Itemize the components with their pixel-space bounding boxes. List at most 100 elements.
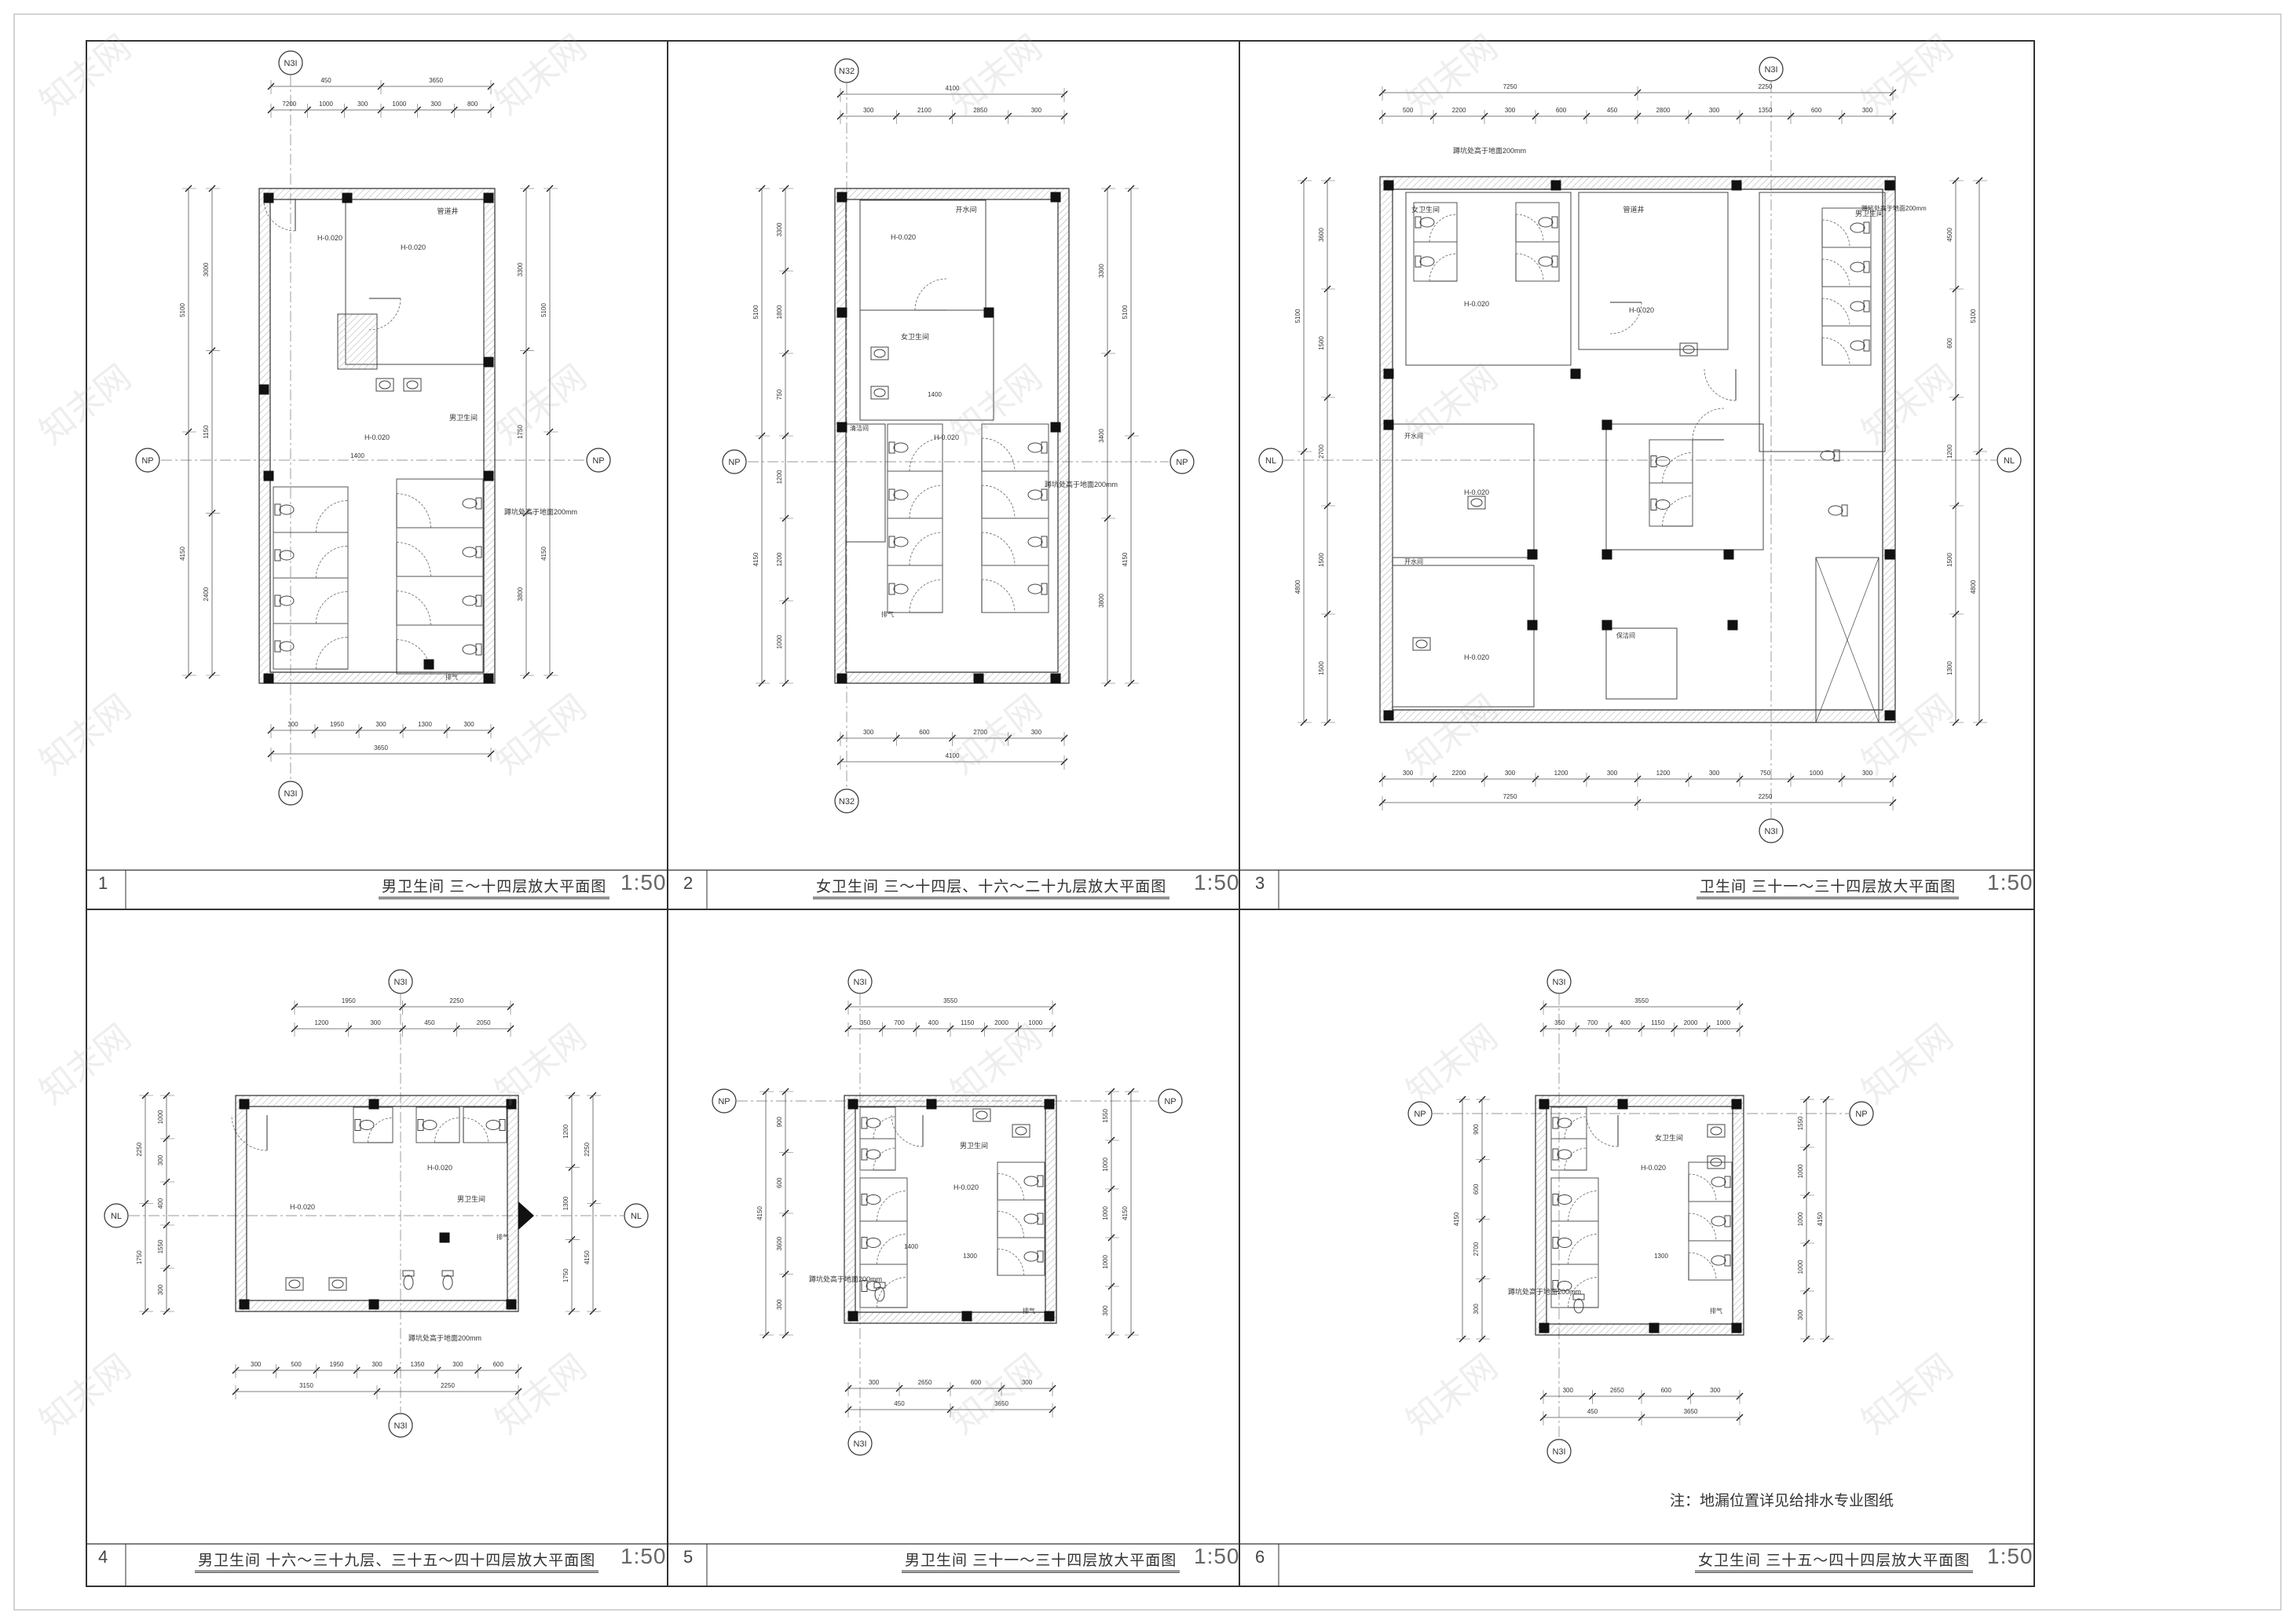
p1-grid-bottom-label: N3I — [284, 789, 297, 799]
p1-left-stall-3 — [273, 623, 349, 670]
p3-w2-stalls-toilet-0-tank — [1650, 455, 1657, 467]
p4-dim-left-1-text-1: 1750 — [136, 1250, 143, 1264]
p5-grid-top-label: N3I — [853, 978, 866, 987]
p4-dim-right-2-text-0: 1200 — [562, 1124, 569, 1138]
panel-number-1: 1 — [98, 873, 108, 893]
p2-vanity — [859, 309, 994, 421]
p4-dim-bot-1-text-3: 300 — [372, 1361, 382, 1368]
p2-stalls-right-toilet-0-tank — [1041, 441, 1048, 454]
p3-m-stalls-toilet-3-bowl — [1850, 340, 1865, 351]
p6-dim-right-2-text-4: 300 — [1797, 1309, 1804, 1320]
p3-grid-left-label: NL — [1265, 456, 1276, 466]
p3-column-12 — [1527, 620, 1538, 631]
p5-stalls-left-stall-door-1-swing — [877, 1234, 908, 1265]
p2-dim-left-2-text-1: 1800 — [776, 305, 783, 319]
p3-w2-stalls-toilet-1-bowl — [1655, 499, 1671, 510]
p2-stalls-mid-stall-door-1-swing — [909, 485, 943, 519]
p1-dim-left-1-text-0: 5100 — [179, 303, 186, 317]
p1-column-1 — [342, 192, 353, 203]
p6-dim-top-2-text-5: 1000 — [1716, 1019, 1730, 1026]
p2-stalls-mid-toilet-1-tank — [888, 488, 895, 501]
p3-dim-bot-1-text-5: 1200 — [1656, 770, 1671, 777]
p4-stall-b-toilet-0 — [417, 1119, 437, 1131]
p1-label-1400: 1400 — [350, 452, 364, 459]
p3-dim-right-2-text-4: 1300 — [1946, 661, 1953, 675]
p1-label-vent: 排气 — [445, 673, 458, 681]
p5-grid-top — [847, 969, 873, 994]
p4-stall-c-toilet-0 — [485, 1119, 506, 1131]
p1-right-toilet-2-tank — [475, 594, 482, 607]
p6-grid-right — [1849, 1101, 1874, 1126]
p5-dim-left-2-text-0: 900 — [776, 1117, 783, 1128]
p3-m-stalls-toilet-2-tank — [1863, 300, 1870, 313]
p3-dim-right-2-text-0: 4500 — [1946, 228, 1953, 242]
p2-stalls-mid-toilet-2-tank — [888, 536, 895, 548]
p2-stalls-mid-stall-door-0-swing — [909, 437, 943, 472]
p4-urinal-b-bowl — [442, 1275, 453, 1290]
p1-dim-top-1-text-0: 450 — [320, 77, 331, 84]
p5-dim-bot-1-text-1: 2650 — [918, 1379, 932, 1386]
p5-grid-left-label: NP — [718, 1097, 730, 1106]
p6-stalls-left-stall-door-0-swing — [1568, 1191, 1599, 1222]
p3-w2-stalls-toilet-0-bowl — [1655, 456, 1671, 466]
p1-left-toilet-3-bowl — [279, 641, 295, 652]
p3-dim-right-2-text-3: 1500 — [1946, 553, 1953, 567]
p5-stalls-left-toilet-1-bowl — [866, 1238, 881, 1248]
panel-scale-4: 1:50 — [620, 1544, 667, 1568]
p6-dim-top-2-text-1: 700 — [1587, 1019, 1598, 1026]
p5-label-1400: 1400 — [904, 1243, 918, 1250]
p5-label-vent: 排气 — [1023, 1307, 1035, 1315]
p4-dim-bot-1-text-2: 1950 — [330, 1361, 344, 1368]
p5-stalls-left-toilet-0-tank — [861, 1194, 868, 1205]
p1-right-stall-door-0-swing — [396, 493, 431, 529]
p1-left-toilet-2-tank — [274, 594, 281, 607]
p3-w-stalls-b-toilet-1-bowl — [1538, 256, 1554, 267]
p5-column-5 — [1044, 1311, 1055, 1322]
p2-stalls-mid-toilet-0 — [888, 441, 909, 454]
p3-column-14 — [1727, 620, 1738, 631]
p1-dim-left-2-text-1: 1150 — [203, 425, 210, 439]
p3-m-stalls-stall-door-2-swing — [1821, 298, 1850, 327]
p1-grid-left — [135, 448, 160, 473]
p2-grid-right-label: NP — [1176, 458, 1188, 467]
p2-stalls-right-stall-door-0-swing — [981, 437, 1016, 472]
p4-dim-right-1-text-1: 4150 — [584, 1250, 591, 1264]
p3-mens-room — [1759, 192, 1886, 452]
p4-grid-top-label: N3I — [393, 978, 407, 987]
p4-column-6 — [439, 1232, 450, 1243]
p4-stall-c-stall-door-0-swing — [463, 1117, 489, 1143]
p3-dim-left-2-text-1: 1500 — [1318, 336, 1325, 350]
p3-w-stalls-a-toilet-0-bowl — [1419, 217, 1435, 228]
p2-dim-bot-1-text-0: 300 — [863, 729, 874, 736]
p3-water-room-1 — [1392, 423, 1535, 558]
p5-stalls-right-toilet-1-bowl — [1023, 1213, 1039, 1224]
p6-grid-bottom-label: N3I — [1552, 1447, 1565, 1457]
p5-stalls-left-toilet-2 — [861, 1280, 881, 1292]
p2-label-1400: 1400 — [928, 391, 942, 398]
p2-dim-bot-1-text-1: 600 — [919, 729, 930, 736]
p2-column-8 — [1050, 673, 1061, 684]
p2-dim-left-2-text-4: 1200 — [776, 552, 783, 566]
p4-dim-bot-1-text-6: 600 — [493, 1361, 504, 1368]
p4-label-squat: 蹲坑处高于地面200mm — [408, 1333, 481, 1342]
p3-w2-stalls-toilet-1 — [1650, 499, 1671, 510]
p1-dim-bot-1-text-1: 1950 — [330, 721, 344, 728]
p4-stall-c-toilet-0-bowl — [485, 1120, 501, 1130]
p4-urinal-a-bowl — [403, 1275, 414, 1290]
p2-label-room: 女卫生间 — [901, 332, 929, 341]
p6-dim-left-2-text-3: 300 — [1473, 1304, 1480, 1315]
p5-dim-top-2-text-0: 350 — [860, 1019, 871, 1026]
p5-dim-left-1-text-0: 4150 — [756, 1206, 763, 1220]
p3-label-men: 男卫生间 — [1855, 209, 1883, 218]
p6-stalls-left-toilet-1-tank — [1552, 1237, 1559, 1249]
p3-grid-right-label: NL — [2004, 456, 2015, 466]
p1-left-stall-door-1-swing — [316, 546, 349, 579]
p3-column-2 — [1731, 180, 1742, 191]
p2-dim-bot-1-text-3: 300 — [1031, 729, 1042, 736]
p2-sink-1-counter — [870, 346, 889, 360]
p4-urinal-b-tank — [441, 1270, 454, 1277]
p6-stalls-right-toilet-1 — [1711, 1215, 1731, 1227]
p3-label-water1: 开水间 — [1404, 432, 1423, 440]
p5-label-squat: 蹲坑处高于地面200mm — [809, 1275, 882, 1283]
p5-grid-right — [1158, 1088, 1183, 1114]
